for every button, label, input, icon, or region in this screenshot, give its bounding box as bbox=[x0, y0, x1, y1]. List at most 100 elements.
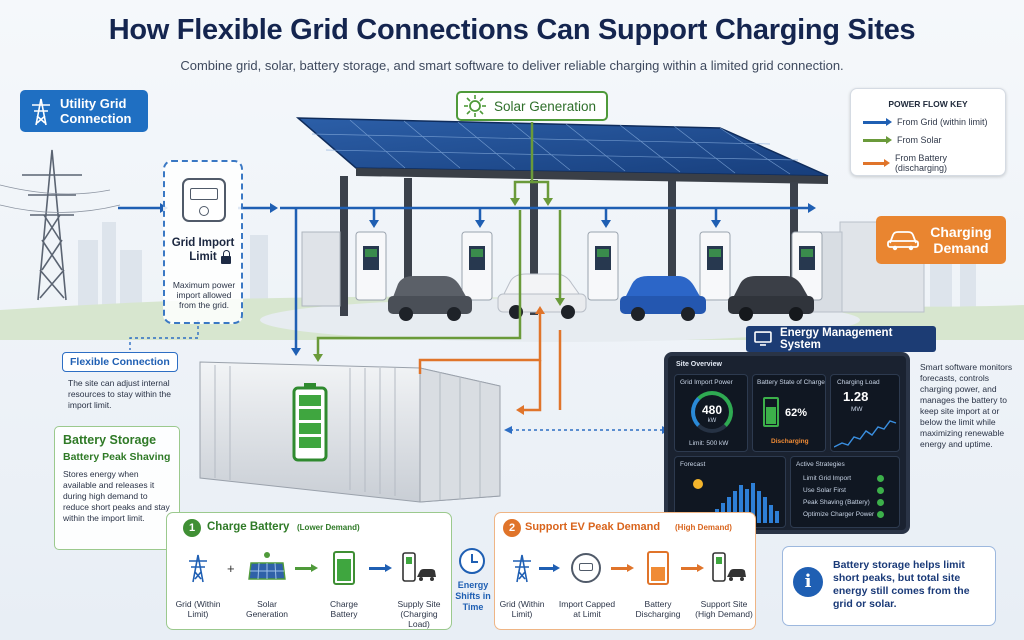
utility-grid-callout: Utility Grid Connection bbox=[20, 90, 148, 132]
step2-item-label: Grid (Within Limit) bbox=[499, 599, 545, 619]
clock-icon bbox=[459, 548, 485, 574]
power-tower-icon bbox=[32, 98, 50, 126]
charging-load-unit: MW bbox=[851, 406, 863, 413]
step2-title: Support EV Peak Demand bbox=[525, 521, 661, 533]
page-title: How Flexible Grid Connections Can Suppor… bbox=[108, 14, 916, 46]
lock-icon bbox=[221, 250, 231, 264]
ems-dashboard: Site Overview Grid Import Power 480 kW L… bbox=[664, 352, 910, 534]
solar-canopy bbox=[295, 117, 829, 318]
meter-to-battery-arrow bbox=[611, 567, 629, 570]
utility-grid-label: Utility Grid Connection bbox=[60, 96, 132, 126]
battery-storage-title: Battery Storage bbox=[63, 433, 157, 447]
strategy-item: Limit Grid Import bbox=[803, 475, 852, 482]
arrow-head-blue bbox=[385, 564, 392, 572]
strategy-item: Optimize Charger Power bbox=[803, 511, 875, 518]
solar-generation-label: Solar Generation bbox=[494, 98, 597, 114]
charging-load-value: 1.28 bbox=[843, 389, 869, 404]
step1-item-label: Grid (Within Limit) bbox=[175, 599, 221, 619]
page-subtitle: Combine grid, solar, battery storage, an… bbox=[180, 58, 844, 73]
grid-import-card-label: Grid Import Power bbox=[680, 379, 733, 386]
key-row-grid: From Grid (within limit) bbox=[863, 117, 993, 127]
charging-demand-callout: Charging Demand bbox=[876, 216, 1006, 264]
grid-import-unit: kW bbox=[707, 418, 717, 424]
battery-to-site-arrow bbox=[681, 567, 699, 570]
check-icon bbox=[877, 475, 884, 482]
battery-status: Discharging bbox=[771, 438, 809, 445]
charger-car-icon bbox=[402, 552, 436, 582]
battery-icon bbox=[647, 551, 669, 585]
ems-label: Energy Management System bbox=[779, 327, 893, 351]
charging-demand-label: Charging Demand bbox=[930, 224, 992, 256]
step1-tag: (Lower Demand) bbox=[297, 523, 360, 532]
step2-tag: (High Demand) bbox=[675, 523, 732, 532]
grid-import-value: 480 bbox=[701, 403, 723, 417]
check-icon bbox=[877, 487, 884, 494]
grid-limit-text: Limit: 500 kW bbox=[689, 440, 729, 447]
flexible-connection-desc: The site can adjust internal resources t… bbox=[68, 378, 171, 410]
battery-soc-label: Battery State of Charge bbox=[757, 379, 825, 386]
meter-icon bbox=[571, 553, 601, 583]
step1-number: 1 bbox=[183, 519, 201, 537]
charger-car-icon bbox=[712, 552, 746, 582]
arrow-head-green bbox=[311, 564, 318, 572]
step2-item-label: Battery Discharging bbox=[635, 599, 681, 619]
grid-import-gauge bbox=[691, 391, 733, 433]
step1-item-label: Charge Battery bbox=[330, 599, 358, 619]
battery-storage-desc: Stores energy when available and release… bbox=[63, 469, 170, 523]
solar-generation-callout: Solar Generation bbox=[456, 91, 608, 121]
step1-item-label: Solar Generation bbox=[245, 599, 289, 619]
battery-storage-subtitle: Battery Peak Shaving bbox=[63, 451, 171, 463]
step2-number: 2 bbox=[503, 519, 521, 537]
arrow-head-blue bbox=[553, 564, 560, 572]
power-tower bbox=[0, 149, 121, 301]
battery-soc-card: Battery State of Charge 62% Discharging bbox=[752, 374, 826, 452]
battery-soc-value: 62% bbox=[785, 407, 808, 419]
ems-desc: Smart software monitors forecasts, contr… bbox=[920, 362, 1013, 449]
strategies-label: Active Strategies bbox=[796, 461, 845, 468]
step2-panel: 2 Support EV Peak Demand (High Demand) G… bbox=[494, 512, 756, 630]
energy-shift-label: Energy Shifts in Time bbox=[455, 580, 491, 612]
power-flow-key-title: POWER FLOW KEY bbox=[888, 99, 968, 109]
power-tower-icon bbox=[189, 554, 207, 583]
key-line-battery bbox=[863, 158, 890, 167]
arrow-head-orange bbox=[627, 564, 634, 572]
info-icon: i bbox=[793, 567, 823, 597]
car-icon bbox=[887, 231, 919, 251]
battery-storage-panel: Battery Storage Battery Peak Shaving Sto… bbox=[54, 426, 180, 550]
key-row-battery: From Battery (discharging) bbox=[863, 153, 993, 173]
forecast-label: Forecast bbox=[680, 461, 706, 468]
power-tower-icon bbox=[513, 554, 531, 583]
battery-soc-icon bbox=[763, 397, 779, 427]
key-label-solar: From Solar bbox=[897, 135, 942, 145]
ems-callout: Energy Management System bbox=[746, 326, 936, 352]
strategies-card: Active Strategies Limit Grid Import Use … bbox=[790, 456, 900, 528]
battery-to-site-arrow bbox=[369, 567, 387, 570]
charging-load-label: Charging Load bbox=[837, 379, 880, 386]
charging-load-sparkline bbox=[834, 420, 897, 448]
grid-to-meter-arrow bbox=[539, 567, 555, 570]
check-icon bbox=[877, 511, 884, 518]
solar-panel-icon bbox=[248, 552, 286, 580]
grid-import-limit-box: Grid Import Limit Maximum power import a… bbox=[163, 160, 243, 324]
flexible-connection-label: Flexible Connection bbox=[62, 352, 178, 372]
forecast-sun-icon bbox=[693, 479, 703, 489]
key-line-grid bbox=[863, 117, 892, 126]
monitor-icon bbox=[754, 331, 772, 346]
key-row-solar: From Solar bbox=[863, 135, 993, 145]
check-icon bbox=[877, 499, 884, 506]
solar-to-battery-arrow bbox=[295, 567, 313, 570]
power-flow-key: POWER FLOW KEY From Grid (within limit) … bbox=[850, 88, 1006, 176]
meter-icon bbox=[182, 178, 226, 222]
step2-item-label: Import Capped at Limit bbox=[558, 599, 616, 619]
step1-item-label: Supply Site (Charging Load) bbox=[397, 599, 441, 629]
grid-import-limit-label: Grid Import Limit bbox=[171, 237, 235, 263]
charging-load-card: Charging Load 1.28 MW bbox=[830, 374, 900, 452]
dashboard-title: Site Overview bbox=[676, 361, 722, 368]
info-note: i Battery storage helps limit short peak… bbox=[782, 546, 996, 626]
strategy-item: Use Solar First bbox=[803, 487, 846, 494]
step1-plus: + bbox=[227, 561, 235, 576]
battery-icon bbox=[333, 551, 355, 585]
key-label-grid: From Grid (within limit) bbox=[897, 117, 988, 127]
grid-import-card: Grid Import Power 480 kW Limit: 500 kW bbox=[674, 374, 748, 452]
